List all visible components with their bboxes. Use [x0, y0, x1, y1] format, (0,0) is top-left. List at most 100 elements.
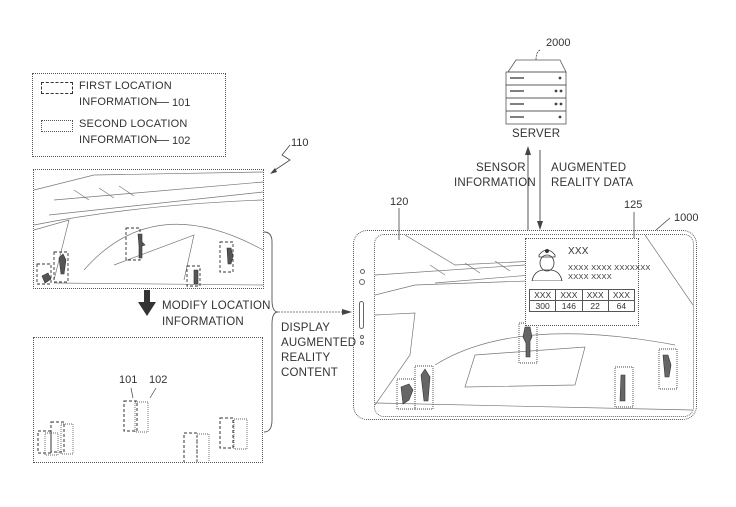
ref-120: 120 — [390, 196, 409, 208]
foul-line — [644, 235, 693, 306]
player-box-first — [36, 263, 52, 285]
second-location-box — [44, 432, 59, 456]
first-location-box — [219, 417, 234, 449]
ar-stadium-scene — [375, 235, 693, 411]
speaker-slot — [359, 301, 364, 329]
mobile-device: XXX XXXX XXXX XXXXXXX XXXX XXXX XXX XXX … — [353, 230, 697, 420]
second-location-box — [134, 401, 149, 433]
stadium-tier-line — [53, 181, 263, 201]
ref-110: 110 — [291, 137, 309, 149]
player-name: XXX — [568, 246, 589, 257]
stats-header-cell: XXX — [555, 289, 583, 301]
legend-first-line1: FIRST LOCATION — [79, 80, 172, 92]
stadium-tier-line — [48, 191, 263, 216]
display-label-line3: REALITY — [281, 352, 331, 364]
legend-first-ref: 101 — [172, 97, 191, 109]
ar-data-label-line1: AUGMENTED — [551, 162, 627, 174]
ref-101-leader — [130, 387, 134, 399]
player-detail-line1: XXXX XXXX XXXXXXX — [568, 263, 651, 272]
stats-value-cell: 64 — [607, 300, 636, 312]
leader-line — [155, 102, 169, 103]
player-figure — [58, 253, 67, 275]
ar-info-card[interactable]: XXX XXXX XXXX XXXXXXX XXXX XXXX XXX XXX … — [525, 238, 650, 326]
player-figure — [41, 272, 52, 284]
stadium-scene-drawing — [34, 171, 263, 287]
display-label-line2: AUGMENTED — [281, 337, 357, 349]
down-arrow-shaft — [144, 290, 150, 304]
location-boxes — [37, 387, 248, 462]
player-box-first — [186, 265, 201, 287]
scene-image-after: 101 102 — [33, 337, 263, 463]
legend-second-line1: SECOND LOCATION — [79, 118, 188, 130]
stats-header-cell: XXX — [607, 289, 636, 301]
display-label-line4: CONTENT — [281, 367, 338, 379]
ref-110-leader — [271, 144, 291, 173]
first-location-box — [183, 432, 198, 462]
scene-image-before — [33, 169, 264, 289]
player-box — [414, 365, 434, 410]
stats-header-row: XXX XXX XXX XXX — [528, 289, 636, 301]
second-location-box — [60, 423, 74, 455]
stadium-tier-line — [375, 279, 556, 296]
brace — [263, 231, 279, 433]
player-figure — [420, 368, 431, 402]
sensor-arrowhead-up — [525, 146, 531, 155]
sensor-label-line1: SENSOR — [476, 162, 526, 174]
player-avatar-icon — [531, 249, 563, 281]
ref-1000: 1000 — [674, 212, 699, 224]
sensor-dot-icon — [360, 341, 364, 345]
ref-2000: 2000 — [546, 37, 571, 49]
first-location-box — [50, 421, 65, 453]
field-edge — [375, 402, 693, 411]
player-figure — [137, 233, 146, 259]
infield-line — [464, 346, 586, 388]
stand-line — [429, 260, 511, 276]
ref-1000-leader — [655, 217, 671, 231]
stats-header-cell: XXX — [581, 289, 609, 301]
legend-first-line2: INFORMATION — [79, 96, 158, 108]
stats-header-cell: XXX — [528, 289, 557, 301]
player-figure — [193, 269, 199, 285]
stand-line — [73, 185, 135, 201]
player-box — [614, 366, 634, 408]
second-location-box — [233, 418, 248, 450]
stadium-roof-line — [34, 171, 263, 191]
player-figure — [226, 247, 234, 265]
player-figure — [619, 374, 626, 402]
player-box-first — [53, 251, 69, 283]
ref-110-arrowhead — [270, 168, 277, 174]
ref-102-label: 102 — [149, 374, 168, 386]
second-location-box — [196, 433, 210, 462]
ref-2000-leader — [535, 49, 541, 61]
field-curve — [83, 224, 263, 271]
dotted-box-icon — [41, 120, 73, 132]
player-figure — [662, 354, 672, 378]
leader-line — [155, 140, 169, 141]
ref-101-label: 101 — [119, 374, 138, 386]
legend-second-ref: 102 — [172, 135, 191, 147]
stats-value-cell: 22 — [581, 300, 609, 312]
field-curve — [434, 333, 676, 366]
device-screen: XXX XXXX XXXX XXXXXXX XXXX XXXX XXX XXX … — [374, 234, 694, 417]
display-label-line1: DISPLAY — [281, 322, 331, 334]
player-stats-table: XXX XXX XXX XXX 300 146 22 64 — [528, 289, 636, 312]
player-detail-line2: XXXX XXXX — [568, 272, 612, 281]
first-location-box — [37, 430, 52, 454]
sensor-dot-icon — [360, 335, 364, 339]
dashed-box-icon — [41, 82, 73, 94]
stats-value-cell: 300 — [528, 300, 557, 312]
ar-data-arrowhead-down — [537, 221, 543, 230]
sensor-label-line2: INFORMATION — [454, 177, 536, 189]
stadium-tier-line — [34, 199, 263, 226]
first-location-box — [123, 400, 138, 432]
legend-box: FIRST LOCATION INFORMATION 101 SECOND LO… — [32, 73, 226, 157]
modify-label-line2: INFORMATION — [162, 316, 244, 328]
stats-value-cell: 146 — [555, 300, 583, 312]
front-sensor-icon — [360, 269, 365, 274]
front-camera-icon — [359, 279, 365, 285]
legend-second-line2: INFORMATION — [79, 134, 158, 146]
player-figure — [400, 383, 414, 405]
ar-data-label-line2: REALITY DATA — [551, 177, 634, 189]
ref-102-leader — [149, 387, 157, 399]
stats-value-row: 300 146 22 64 — [528, 300, 636, 312]
